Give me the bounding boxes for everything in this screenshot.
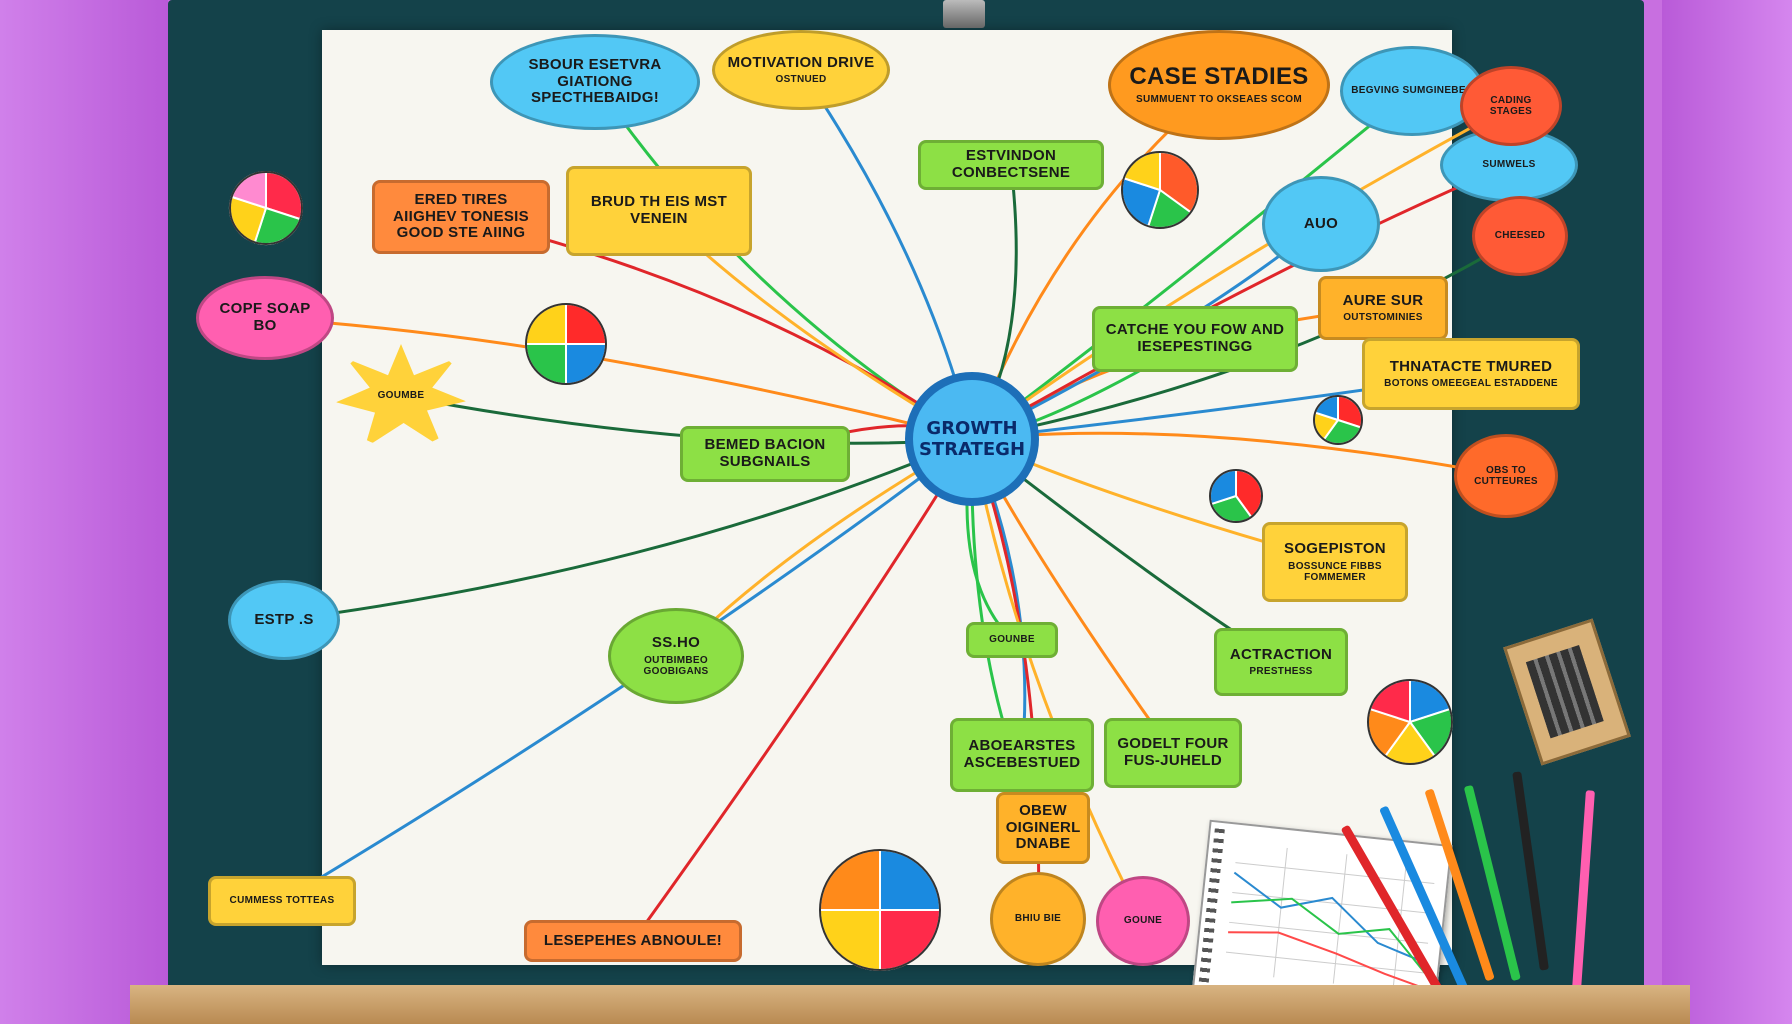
node-label: GOUMBE xyxy=(377,390,425,402)
node-label: THNATACTE TMURED xyxy=(1389,357,1553,375)
central-topic[interactable]: GROWTH STRATEGH xyxy=(905,372,1039,506)
wooden-shelf xyxy=(130,985,1690,1024)
node-n5[interactable]: BRUD TH EIS MST VENEIN xyxy=(566,166,752,256)
node-n6[interactable]: ESTVINDON CONBECTSENE xyxy=(918,140,1104,190)
node-label: ACTRACTION xyxy=(1229,645,1333,663)
node-label: SOGEPISTON xyxy=(1284,539,1386,557)
node-n14[interactable]: ABOEARSTES ASCEBESTUED xyxy=(950,718,1094,792)
node-label: ESTVINDON CONBECTSENE xyxy=(951,147,1071,181)
connector-arrow xyxy=(971,431,1507,478)
node-n2[interactable]: MOTIVATION DRIVE OSTNUED xyxy=(712,30,890,110)
node-label: AUO xyxy=(1303,214,1339,232)
node-label: CHEESED xyxy=(1494,230,1546,242)
node-label: SS.HO xyxy=(651,633,701,651)
node-label: BEGVING SUMGINEBES xyxy=(1351,85,1473,97)
node-n8[interactable]: THNATACTE TMURED BOTONS OMEEGEAL ESTADDEN… xyxy=(1362,338,1580,410)
node-label: LESEPEHES ABNOULE! xyxy=(543,931,723,949)
connector-arrow xyxy=(593,81,973,441)
node-label: ESTP .S xyxy=(254,610,314,628)
node-label: GODELT FOUR FUS-JUHELD xyxy=(1117,735,1229,769)
node-n25[interactable]: OBS TO CUTTEURES xyxy=(1454,434,1558,518)
node-n18[interactable]: ESTP .S xyxy=(228,580,340,660)
node-n7[interactable]: AURE SUR OUTSTOMINIES xyxy=(1318,276,1448,340)
node-sublabel: BOTONS OMEEGEAL ESTADDENE xyxy=(1384,378,1558,390)
connector-arrow xyxy=(631,438,974,942)
node-label: CADING STAGES xyxy=(1489,94,1533,117)
node-label: GOUNE xyxy=(1123,915,1163,927)
node-n27[interactable]: GOUNBE xyxy=(966,622,1058,658)
node-label: GOUNBE xyxy=(989,634,1035,646)
node-label: COPF SOAP BO xyxy=(219,300,311,334)
connector-arrow xyxy=(971,163,1510,441)
node-n28[interactable]: BHIU BIE xyxy=(990,872,1086,966)
node-sublabel: OSTNUED xyxy=(775,74,827,86)
central-topic-label: GROWTH STRATEGH xyxy=(918,418,1026,460)
node-label: ABOEARSTES ASCEBESTUED xyxy=(963,737,1081,771)
node-n26[interactable]: CUMMESS TOTTEAS xyxy=(208,876,356,926)
node-label: AURE SUR xyxy=(1342,291,1424,309)
node-n16[interactable]: LESEPEHES ABNOULE! xyxy=(524,920,742,962)
node-n23[interactable]: CADING STAGES xyxy=(1460,66,1562,146)
node-n3[interactable]: SBOUR ESETVRA GIATIONG SPECTHEBAIDG! xyxy=(490,34,700,130)
connector-arrow xyxy=(971,104,1512,441)
node-sublabel: PRESTHESS xyxy=(1249,666,1313,678)
node-label: BEMED BACION SUBGNAILS xyxy=(704,436,826,470)
node-n10[interactable]: BEMED BACION SUBGNAILS xyxy=(680,426,850,482)
notepad-graph-icon xyxy=(1225,847,1435,990)
node-sublabel: BOSSUNCE FIBBS FOMMEMER xyxy=(1288,560,1382,583)
node-label: ERED TIRES AIIGHEV TONESIS GOOD STE AIIN… xyxy=(393,190,529,242)
node-label: BRUD TH EIS MST VENEIN xyxy=(590,193,728,227)
node-n12[interactable]: ACTRACTION PRESTHESS xyxy=(1214,628,1348,696)
wall-left xyxy=(0,0,168,1024)
node-label: SUMWELS xyxy=(1482,159,1536,171)
node-n29[interactable]: GOUNE xyxy=(1096,876,1190,966)
node-label: SBOUR ESETVRA GIATIONG SPECTHEBAIDG! xyxy=(528,55,662,107)
node-n15[interactable]: OBEW OIGINERL DNABE xyxy=(996,792,1090,864)
node-n17[interactable]: SS.HO OUTBIMBEO GOOBIGANS xyxy=(608,608,744,704)
wall-right xyxy=(1662,0,1792,1024)
connector-arrow xyxy=(970,438,1145,922)
node-n13[interactable]: GODELT FOUR FUS-JUHELD xyxy=(1104,718,1242,788)
node-n24[interactable]: CHEESED xyxy=(1472,196,1568,276)
node-sublabel: OUTSTOMINIES xyxy=(1343,312,1423,324)
node-label: OBEW OIGINERL DNABE xyxy=(1005,801,1081,853)
connector-arrow xyxy=(283,437,973,622)
node-n4[interactable]: ERED TIRES AIIGHEV TONESIS GOOD STE AIIN… xyxy=(372,180,550,254)
node-n11[interactable]: SOGEPISTON BOSSUNCE FIBBS FOMMEMER xyxy=(1262,522,1408,602)
node-sublabel: SUMMUENT TO OKSEAES SCOM xyxy=(1136,94,1302,106)
node-label: CUMMESS TOTTEAS xyxy=(229,895,335,907)
node-n19[interactable]: COPF SOAP BO xyxy=(196,276,334,360)
node-label: CATCHE YOU FOW AND IESEPESTINGG xyxy=(1105,321,1285,355)
node-label: MOTIVATION DRIVE xyxy=(727,53,875,71)
node-n9[interactable]: CATCHE YOU FOW AND IESEPESTINGG xyxy=(1092,306,1298,372)
node-label: OBS TO CUTTEURES xyxy=(1474,464,1538,487)
node-n20[interactable]: AUO xyxy=(1262,176,1380,272)
node-label: BHIU BIE xyxy=(1014,913,1062,925)
node-sublabel: OUTBIMBEO GOOBIGANS xyxy=(643,654,709,677)
node-n1[interactable]: CASE STADIES SUMMUENT TO OKSEAES SCOM xyxy=(1108,30,1330,140)
node-label: CASE STADIES xyxy=(1129,63,1309,91)
binder-clip-icon xyxy=(943,0,985,28)
